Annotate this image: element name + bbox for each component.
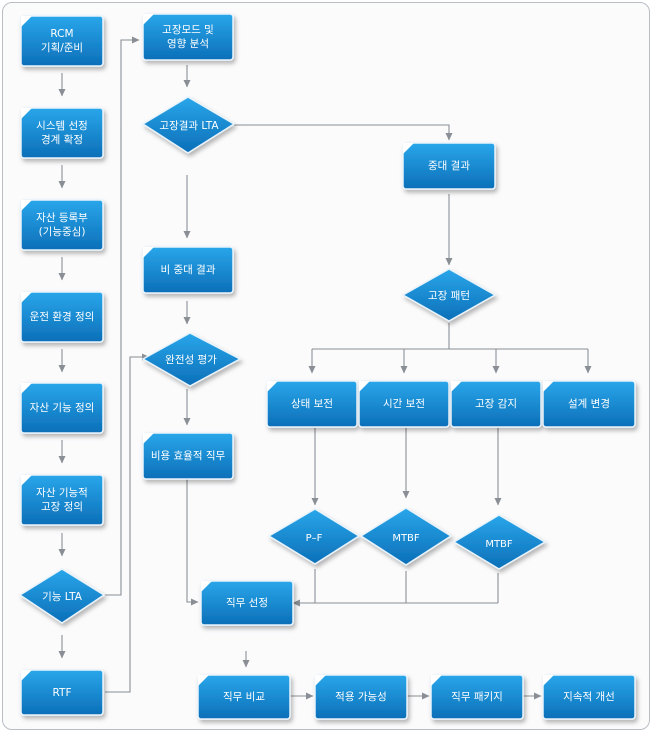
box-functional-failure: 자산 기능적 고장 정의 [20, 474, 104, 526]
fmea-line1: 고장모드 및 [162, 24, 214, 36]
diamond-mtbf-2: MTBF [452, 514, 547, 570]
box-failure-detect: 고장 감지 [450, 380, 542, 428]
asset-function-label: 자산 기능 정의 [30, 402, 95, 414]
diamond-completeness: 완전성 평가 [141, 332, 242, 387]
completeness-label: 완전성 평가 [165, 353, 217, 366]
cost-effective-label: 비용 효율적 직무 [151, 450, 226, 462]
fmea-line2: 영향 분석 [167, 38, 209, 50]
task-package-label: 직무 패키지 [451, 691, 503, 703]
critical-label: 중대 결과 [428, 160, 470, 172]
box-rcm-plan: RCM 기획/준비 [20, 15, 104, 67]
connectors [58, 36, 592, 700]
asset-register-line1: 자산 등록부 [36, 212, 88, 224]
design-change-label: 설계 변경 [568, 397, 610, 410]
diamond-failure-pattern: 고장 패턴 [401, 268, 497, 322]
functional-failure-line1: 자산 기능적 [36, 487, 88, 499]
box-task-compare: 직무 비교 [197, 674, 291, 720]
box-operating-env: 운전 환경 정의 [20, 291, 104, 343]
operating-env-label: 운전 환경 정의 [30, 310, 95, 323]
box-rtf: RTF [20, 669, 104, 716]
condition-based-label: 상태 보전 [291, 398, 333, 410]
diamond-pf: P–F [267, 508, 361, 565]
rtf-label: RTF [53, 687, 72, 699]
continuous-improve-label: 지속적 개선 [563, 691, 615, 703]
task-select-label: 직무 선정 [226, 597, 268, 609]
box-time-based: 시간 보전 [358, 380, 450, 428]
box-applicability: 적용 가능성 [314, 674, 408, 720]
box-fmea: 고장모드 및 영향 분석 [142, 13, 234, 61]
mtbf-1-label: MTBF [392, 533, 420, 544]
box-non-critical: 비 중대 결과 [142, 246, 234, 294]
diamond-function-lta: 기능 LTA [18, 568, 106, 624]
rcm-plan-line1: RCM [50, 28, 73, 40]
rcm-flowchart: RCM 기획/준비 시스템 선정 경계 확정 자산 등록부 (기능중심) 운전 … [18, 13, 636, 720]
box-system-select: 시스템 선정 경계 확정 [20, 107, 104, 159]
arrow-lta-to-fmea [104, 36, 140, 596]
function-lta-label: 기능 LTA [42, 591, 83, 603]
non-critical-label: 비 중대 결과 [161, 264, 216, 276]
failure-lta-label: 고장결과 LTA [159, 120, 219, 132]
arrow-cost-to-task-select [186, 477, 199, 606]
box-asset-register: 자산 등록부 (기능중심) [20, 199, 104, 251]
rcm-plan-line2: 기획/준비 [41, 42, 83, 54]
box-task-package: 직무 패키지 [430, 674, 524, 720]
mtbf-2-label: MTBF [485, 539, 513, 550]
system-select-line1: 시스템 선정 [36, 120, 88, 132]
box-task-select: 직무 선정 [200, 580, 294, 626]
failure-pattern-label: 고장 패턴 [428, 290, 470, 302]
arrow-failure-lta-to-critical [234, 124, 453, 141]
arrow-rtf-to-completeness [105, 353, 150, 693]
diamond-failure-lta: 고장결과 LTA [141, 96, 236, 154]
functional-failure-line2: 고장 정의 [41, 501, 83, 513]
pf-label: P–F [306, 533, 323, 544]
box-continuous-improve: 지속적 개선 [542, 674, 636, 720]
box-critical: 중대 결과 [402, 142, 496, 190]
time-based-label: 시간 보전 [383, 398, 425, 410]
task-compare-label: 직무 비교 [223, 691, 265, 703]
box-asset-function: 자산 기능 정의 [20, 382, 104, 434]
box-cost-effective: 비용 효율적 직무 [142, 432, 234, 480]
system-select-line2: 경계 확정 [41, 133, 83, 146]
box-condition-based: 상태 보전 [266, 380, 358, 428]
diamond-mtbf-1: MTBF [359, 507, 453, 566]
box-design-change: 설계 변경 [542, 380, 636, 428]
failure-detect-label: 고장 감지 [475, 398, 517, 410]
applicability-label: 적용 가능성 [335, 691, 387, 703]
asset-register-line2: (기능중심) [39, 226, 86, 238]
